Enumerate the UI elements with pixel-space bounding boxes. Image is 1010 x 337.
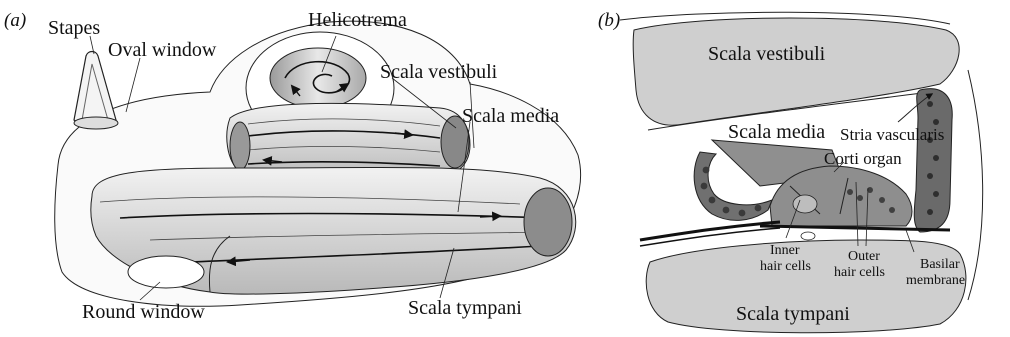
round-window — [128, 256, 204, 288]
panel-a: (a) — [4, 9, 581, 323]
label-scala-vestibuli-a: Scala vestibuli — [380, 61, 498, 83]
label-oval-window: Oval window — [108, 39, 217, 61]
label-round-window: Round window — [82, 301, 205, 323]
label-stria-vascularis: Stria vascularis — [840, 125, 944, 144]
stria-vascularis — [914, 89, 952, 232]
label-outer-hair-cells-2: hair cells — [834, 265, 885, 280]
label-scala-tympani-b: Scala tympani — [736, 303, 850, 325]
label-stapes: Stapes — [48, 17, 100, 39]
panel-b: (b) — [598, 10, 983, 333]
label-scala-tympani-a: Scala tympani — [408, 297, 522, 319]
stapes — [74, 52, 118, 130]
label-scala-vestibuli-b: Scala vestibuli — [708, 43, 826, 65]
label-inner-hair-cells-1: Inner — [770, 243, 800, 258]
label-basilar-membrane-2: membrane — [906, 273, 965, 288]
label-inner-hair-cells-2: hair cells — [760, 259, 811, 274]
panel-b-tag: (b) — [598, 10, 620, 31]
label-scala-media-b: Scala media — [728, 121, 825, 143]
label-scala-media-a: Scala media — [462, 105, 559, 127]
label-basilar-membrane-1: Basilar — [920, 257, 960, 272]
label-helicotrema: Helicotrema — [308, 9, 407, 31]
label-outer-hair-cells-1: Outer — [848, 249, 880, 264]
panel-a-tag: (a) — [4, 10, 26, 31]
label-corti-organ: Corti organ — [824, 149, 902, 168]
